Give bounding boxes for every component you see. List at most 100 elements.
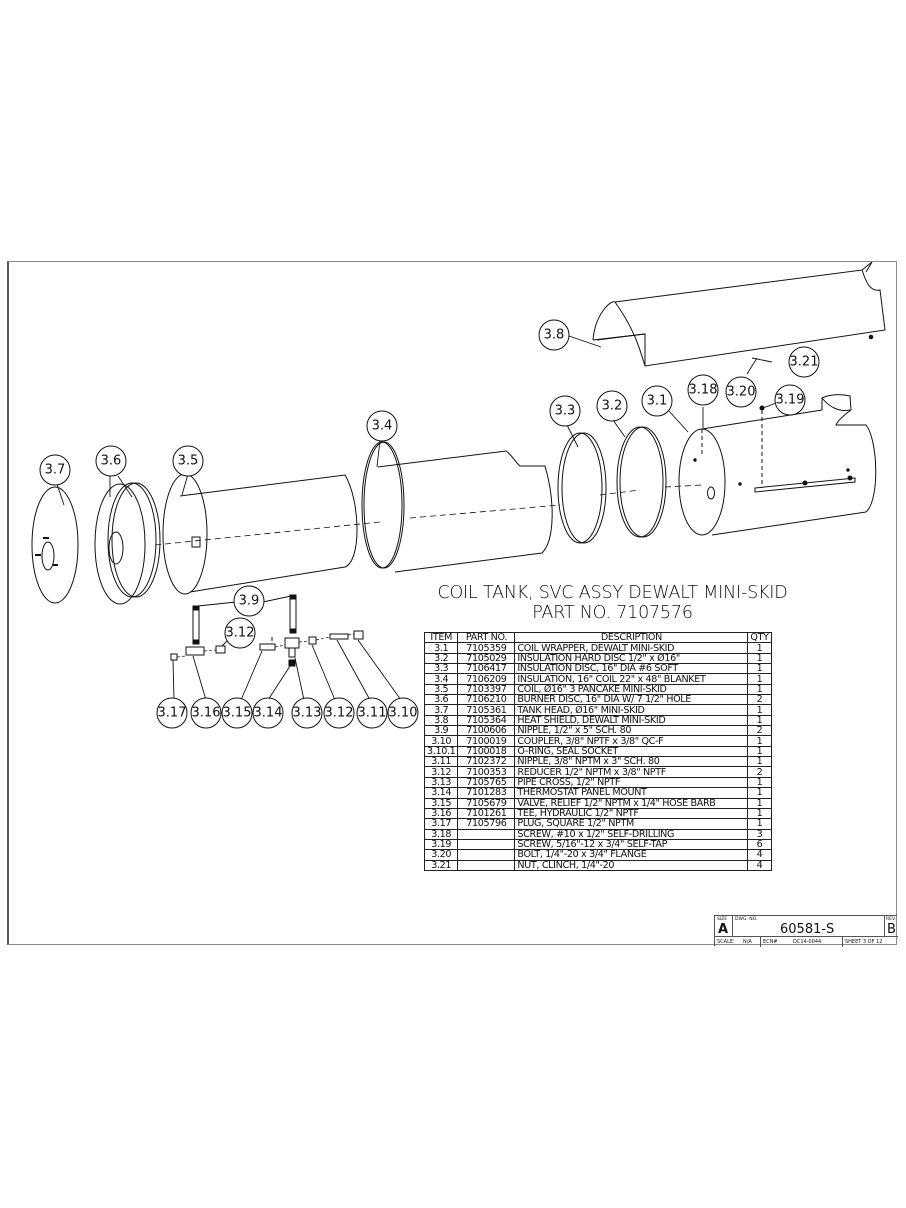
rev-label: REV. (886, 917, 896, 922)
balloon-label: 3.17 (158, 706, 187, 721)
bom-item-number: 3.6 (423, 694, 459, 706)
drawing-title: COIL TANK, SVC ASSY DEWALT MINI-SKID PAR… (410, 583, 815, 623)
bom-quantity: 4 (747, 859, 772, 871)
bom-part-number: 7105359 (457, 642, 516, 654)
title-block: SIZE A DWG. NO. 60581-S REV. B SCALE: N/… (714, 915, 898, 947)
rev-value: B (887, 922, 896, 937)
sheet-cell: SHEET 3 OF 12 (843, 937, 898, 947)
bom-quantity: 1 (747, 704, 772, 716)
bom-item-number: 3.21 (423, 859, 459, 871)
bom-description: NIPPLE, 1/2" x 5" SCH. 80 (514, 725, 749, 737)
bom-item-number: 3.5 (423, 683, 459, 696)
bom-description: PLUG, SQUARE 1/2" NPTM (514, 818, 749, 830)
bom-item-number: 3.18 (423, 828, 459, 840)
insulation-disc-part (557, 432, 607, 544)
assembly-part-number: PART NO. 7107576 (532, 603, 693, 623)
balloon-3-3: 3.3 (549, 395, 581, 427)
balloon-label: 3.18 (689, 383, 718, 398)
bom-item-number: 3.19 (423, 838, 459, 851)
bom-part-number: 7106209 (457, 673, 516, 685)
bom-quantity: 1 (747, 818, 772, 830)
bom-description: SCREW, #10 x 1/2" SELF-DRILLING (514, 828, 749, 840)
bom-item-number: 3.8 (423, 714, 459, 727)
balloon-label: 3.5 (178, 454, 199, 469)
bom-part-number: 7105796 (457, 818, 516, 830)
header-description: DESCRIPTION (514, 631, 749, 644)
balloon-3-2: 3.2 (596, 390, 628, 422)
bom-part-number: 7106210 (457, 694, 516, 706)
scale-label: SCALE: (717, 939, 735, 945)
ecn-cell: ECN# DC14-0044 (761, 937, 843, 947)
bom-description: NUT, CLINCH, 1/4"-20 (514, 859, 749, 871)
balloon-3-11: 3.11 (356, 697, 388, 729)
bom-quantity: 4 (747, 849, 772, 861)
balloon-3-6: 3.6 (95, 445, 127, 477)
balloon-label: 3.3 (555, 404, 576, 419)
balloon-label: 3.21 (790, 355, 819, 370)
bom-quantity: 1 (747, 642, 772, 654)
assembly-name: COIL TANK, SVC ASSY DEWALT MINI-SKID (437, 583, 788, 603)
balloon-3-17: 3.17 (156, 697, 188, 729)
bom-item-number: 3.10.1 (423, 745, 459, 758)
rev-cell: REV. B (885, 916, 898, 937)
bom-part-number: 7101261 (457, 807, 516, 820)
heat-shield-part (592, 261, 886, 367)
ecn-label: ECN# (763, 939, 778, 945)
bom-part-number: 7105029 (457, 652, 516, 665)
bom-item-number: 3.9 (423, 725, 459, 737)
bom-part-number: 7101283 (457, 787, 516, 799)
bom-item-number: 3.10 (423, 735, 459, 747)
balloon-label: 3.4 (372, 419, 393, 434)
bom-part-number (457, 828, 516, 840)
bom-quantity: 1 (747, 683, 772, 696)
bom-item-number: 3.11 (423, 756, 459, 768)
balloon-label: 3.19 (776, 393, 805, 408)
bom-description: VALVE, RELIEF 1/2" NPTM x 1/4" HOSE BARB (514, 797, 749, 809)
balloon-3-14: 3.14 (252, 697, 284, 729)
balloon-3-13: 3.13 (291, 697, 323, 729)
bom-description: TANK HEAD, Ø16" MINI-SKID (514, 704, 749, 716)
insulation-blanket-part (361, 441, 553, 573)
bom-quantity: 3 (747, 828, 772, 840)
balloon-label: 3.9 (239, 594, 260, 609)
balloon-label: 3.16 (192, 706, 221, 721)
tank-head-part (31, 486, 79, 604)
bom-quantity: 1 (747, 776, 772, 789)
bom-part-number: 7105765 (457, 776, 516, 789)
size-cell: SIZE A (715, 916, 733, 937)
bom-part-number: 7105679 (457, 797, 516, 809)
bom-quantity: 1 (747, 787, 772, 799)
bom-quantity: 1 (747, 797, 772, 809)
balloon-3-20: 3.20 (725, 376, 757, 408)
insulation-hard-disc-part (616, 426, 667, 538)
balloon-label: 3.11 (358, 706, 387, 721)
bom-quantity: 1 (747, 735, 772, 747)
balloon-3-1: 3.1 (641, 385, 673, 417)
balloon-label: 3.20 (727, 385, 756, 400)
balloon-label: 3.2 (602, 399, 623, 414)
balloon-label: 3.15 (223, 706, 252, 721)
balloon-label: 3.7 (45, 463, 66, 478)
bom-item-number: 3.12 (423, 766, 459, 778)
bom-quantity: 1 (747, 745, 772, 758)
bom-description: HEAT SHIELD, DEWALT MINI-SKID (514, 714, 749, 727)
bom-quantity: 1 (747, 652, 772, 665)
dwg-no-value: 60581-S (780, 922, 835, 937)
bom-description: INSULATION HARD DISC 1/2" x Ø16" (514, 652, 749, 665)
bom-description: REDUCER 1/2" NPTM x 3/8" NPTF (514, 766, 749, 778)
balloon-3-7: 3.7 (39, 454, 71, 486)
bom-description: NIPPLE, 3/8" NPTM x 3" SCH. 80 (514, 756, 749, 768)
bom-item-number: 3.16 (423, 807, 459, 820)
